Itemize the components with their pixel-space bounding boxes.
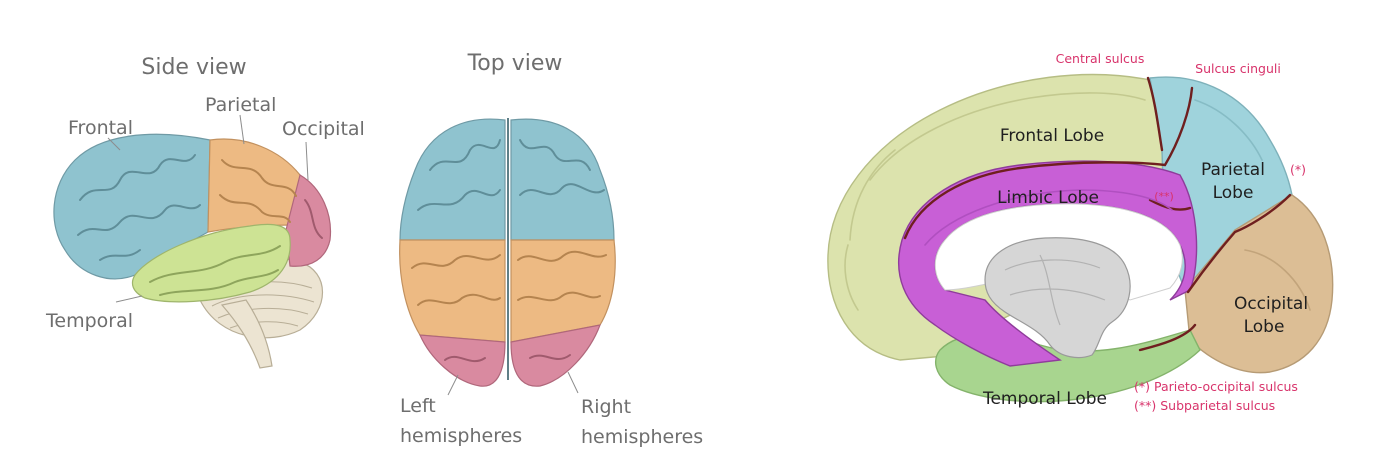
label-parietal: Parietal bbox=[205, 94, 276, 116]
label-temporal: Temporal bbox=[45, 310, 133, 332]
side-gyri bbox=[77, 154, 323, 296]
label-limbic-lobe: Limbic Lobe bbox=[997, 188, 1099, 208]
medial-view-brain bbox=[827, 73, 1334, 403]
label-frontal-lobe: Frontal Lobe bbox=[1000, 126, 1104, 146]
top-leader-lines bbox=[447, 371, 579, 396]
sulcus-cinguli-line bbox=[903, 86, 1194, 240]
label-occipital-lobe-line1: Occipital bbox=[1234, 294, 1308, 314]
label-temporal-lobe: Temporal Lobe bbox=[982, 389, 1107, 409]
central-sulcus-line bbox=[1146, 76, 1164, 152]
brainstem-shading bbox=[1004, 254, 1106, 326]
right-hemisphere-occipital bbox=[510, 324, 601, 387]
temporal-region bbox=[131, 223, 291, 303]
label-right-line2: hemispheres bbox=[581, 426, 703, 448]
top-view-brain bbox=[399, 118, 616, 396]
left-hemisphere-occipital bbox=[419, 334, 506, 387]
label-central-sulcus: Central sulcus bbox=[1056, 51, 1145, 66]
label-star: (*) bbox=[1290, 162, 1306, 177]
top-gyri bbox=[411, 139, 607, 363]
right-hemisphere-frontal bbox=[510, 118, 615, 241]
temporal-boundary-line bbox=[1138, 323, 1197, 352]
frontal-region bbox=[53, 133, 211, 280]
side-view-brain bbox=[53, 114, 332, 369]
legend-parieto-occipital: (*) Parieto-occipital sulcus bbox=[1134, 379, 1298, 394]
label-parietal-lobe-line2: Lobe bbox=[1213, 183, 1254, 203]
left-hemisphere-frontal bbox=[399, 118, 506, 241]
brainstem-region bbox=[220, 299, 273, 369]
label-occipital-lobe-line2: Lobe bbox=[1244, 317, 1285, 337]
label-left-line2: hemispheres bbox=[400, 425, 522, 447]
left-hemisphere-parietal bbox=[399, 239, 506, 343]
medial-sulci bbox=[903, 76, 1292, 352]
side-leader-lines bbox=[107, 114, 309, 303]
label-right-line1: Right bbox=[581, 396, 631, 418]
occipital-region bbox=[285, 174, 332, 267]
label-frontal: Frontal bbox=[68, 117, 133, 139]
label-parietal-lobe-line1: Parietal bbox=[1201, 160, 1265, 180]
medial-gyri bbox=[844, 92, 1311, 311]
medial-brainstem bbox=[984, 237, 1131, 359]
medial-occipital-lobe bbox=[1184, 194, 1334, 374]
label-sulcus-cinguli: Sulcus cinguli bbox=[1195, 61, 1281, 76]
top-view-title: Top view bbox=[467, 51, 563, 76]
legend-subparietal: (**) Subparietal sulcus bbox=[1134, 398, 1275, 413]
side-view-title: Side view bbox=[141, 55, 246, 80]
label-double-star: (**) bbox=[1154, 190, 1174, 203]
label-left-line1: Left bbox=[400, 395, 436, 417]
parieto-occipital-sulcus-line bbox=[1186, 193, 1292, 294]
label-occipital: Occipital bbox=[282, 118, 365, 140]
